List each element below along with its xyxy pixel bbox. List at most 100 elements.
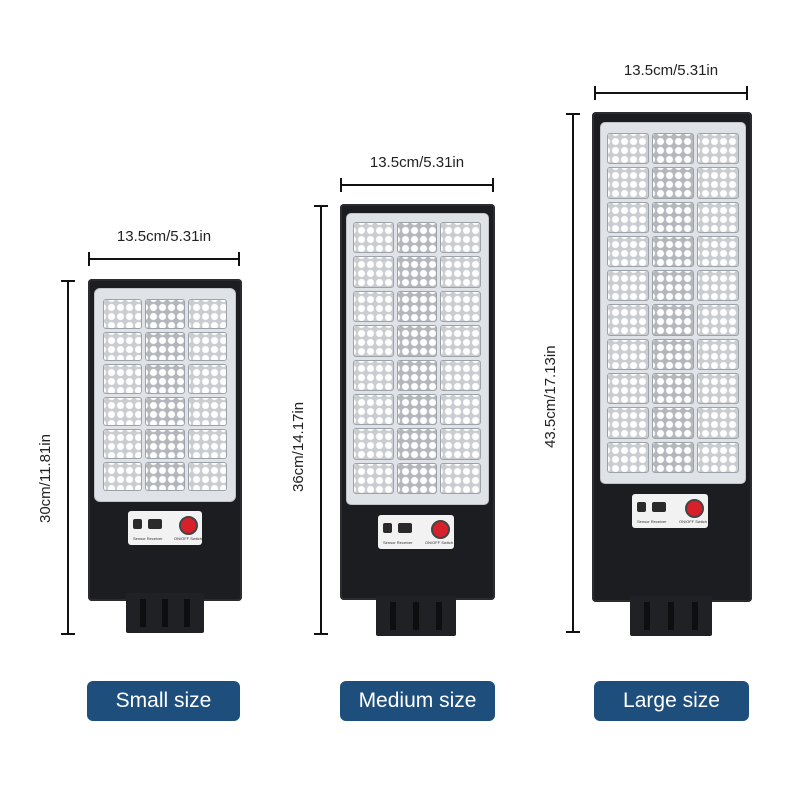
sensor-receiver-label: Sensor Receiver [637,519,667,524]
led-module [145,429,185,459]
led-module [353,290,394,323]
led-module [145,396,185,426]
sensor-receiver-icon [637,502,646,512]
led-module [353,222,394,254]
led-module [440,325,481,357]
small-size-label: Small size [87,681,240,721]
led-grid [353,222,481,494]
switch-label: ON/OFF Switch [174,536,203,541]
led-module [353,359,394,391]
large-size-label: Large size [594,681,749,721]
led-module [440,222,481,254]
power-switch-icon [685,499,704,518]
bracket-slot [413,602,419,630]
led-module [103,461,143,491]
led-module [353,428,394,460]
sensor-receiver-label: Sensor Receiver [133,536,163,541]
width-dimension-line-large [594,86,748,100]
led-module [103,429,143,459]
led-grid [103,299,227,491]
led-module [697,338,739,371]
led-module [440,393,481,426]
led-module [607,441,649,473]
led-module [145,461,185,491]
led-module [145,364,185,394]
led-module [652,304,694,336]
led-module [103,299,143,329]
led-module [187,461,227,491]
medium-size-label: Medium size [340,681,495,721]
indicator-icon [652,502,666,512]
led-module [187,396,227,426]
led-grid [607,133,739,473]
led-module [103,364,143,394]
led-module [607,304,649,336]
lamp-large: Sensor Receiver ON/OFF Switch [592,112,752,636]
led-module [396,222,438,254]
indicator-icon [148,519,162,529]
power-switch-icon [179,516,198,535]
led-module [145,299,185,329]
led-module [697,441,739,473]
lamp-small: Sensor Receiver ON/OFF Switch [88,279,242,633]
led-module [440,462,481,494]
led-module [607,338,649,371]
led-module [353,393,394,426]
height-label-large: 43.5cm/17.13in [542,345,559,448]
solar-led-panel [346,213,489,505]
width-label-small: 13.5cm/5.31in [116,228,212,245]
bracket-slot [692,602,698,630]
solar-led-panel [600,122,746,484]
led-module [607,201,649,233]
led-module [396,256,438,288]
height-label-small: 30cm/11.81in [37,434,54,523]
led-module [652,441,694,473]
control-box: Sensor Receiver ON/OFF Switch [632,494,708,528]
led-module [187,429,227,459]
bracket-slot [644,602,650,630]
height-dimension-line-large [566,113,580,633]
bracket-slot [162,599,168,627]
led-module [353,256,394,288]
led-module [652,133,694,165]
control-box: Sensor Receiver ON/OFF Switch [128,511,202,545]
led-module [103,331,143,361]
led-module [697,304,739,336]
solar-led-panel [94,288,236,502]
led-module [652,407,694,439]
height-dimension-line-medium [314,205,328,635]
led-module [187,331,227,361]
indicator-icon [398,523,412,533]
mounting-bracket [376,596,456,636]
bracket-slot [668,602,674,630]
height-label-medium: 36cm/14.17in [290,401,307,492]
width-dimension-line-small [88,252,240,266]
led-module [697,270,739,302]
led-module [607,270,649,302]
bracket-slot [140,599,146,627]
led-module [440,428,481,460]
switch-label: ON/OFF Switch [425,540,454,545]
switch-label: ON/OFF Switch [679,519,708,524]
power-switch-icon [431,520,450,539]
led-module [440,256,481,288]
led-module [652,235,694,268]
mounting-bracket [126,593,204,633]
led-module [187,299,227,329]
led-module [607,407,649,439]
width-label-large: 13.5cm/5.31in [623,62,719,79]
led-module [607,133,649,165]
led-module [652,373,694,405]
sensor-receiver-icon [383,523,392,533]
led-module [353,462,394,494]
width-dimension-line-medium [340,178,494,192]
led-module [697,373,739,405]
control-box: Sensor Receiver ON/OFF Switch [378,515,454,549]
led-module [607,235,649,268]
led-module [396,428,438,460]
led-module [396,359,438,391]
led-module [607,167,649,199]
bracket-slot [184,599,190,627]
led-module [697,167,739,199]
led-module [652,167,694,199]
